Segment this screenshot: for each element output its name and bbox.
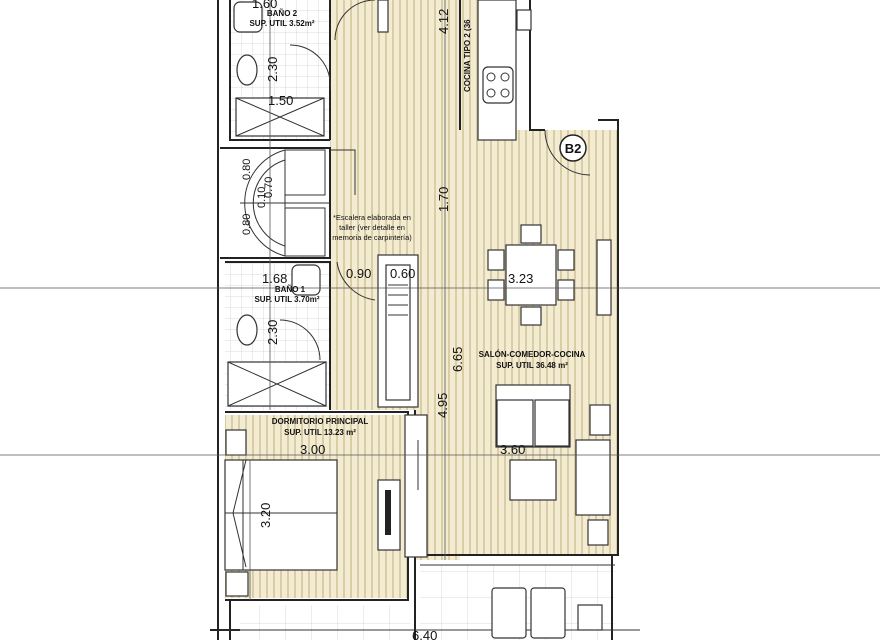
nightstand [225, 571, 249, 597]
bedroom-area: SUP. UTIL 13.23 m² [284, 428, 356, 437]
dim-bedroom-depth: 3.20 [258, 503, 273, 528]
dim-bedroom-width: 3.00 [300, 442, 325, 457]
lower-terrace-floor [240, 605, 410, 640]
armchair [575, 439, 611, 516]
living-name: SALÓN-COMEDOR-COCINA [479, 350, 586, 359]
sink [236, 314, 258, 346]
dim-stair-d: 0.80 [241, 214, 253, 235]
dim-living-width: 3.60 [500, 442, 525, 457]
dim-bath1-depth: 2.30 [265, 320, 280, 345]
sideboard [596, 239, 612, 316]
dim-bath1-width: 1.68 [262, 271, 287, 286]
door-swing [289, 44, 331, 91]
dim-hall-len: 1.70 [436, 187, 451, 212]
spiral-stair [240, 149, 356, 257]
living-furniture [487, 224, 612, 546]
bath2-fixtures [233, 0, 376, 137]
closet [404, 414, 428, 558]
dim-hall-lower: 4.95 [435, 393, 450, 418]
dim-dining-width: 3.23 [508, 271, 533, 286]
kitchen-name: COCINA TIPO 2 (36 [463, 19, 472, 92]
dim-bath2-depth: 2.30 [265, 57, 280, 82]
toilet [291, 264, 321, 296]
nightstand [225, 429, 247, 456]
dim-shower2-width: 1.50 [268, 93, 293, 108]
bath1-area: SUP. UTIL 3.70m² [254, 295, 319, 304]
cooktop-icon [482, 66, 514, 104]
kitchen-floor [460, 0, 480, 130]
stair-note-line-1: *Escalera elaborada en [333, 213, 411, 222]
kitchen-furniture [477, 0, 591, 176]
closets [377, 0, 428, 558]
stair-note-line-3: memoria de carpintería) [332, 233, 412, 242]
dining-table [505, 244, 557, 306]
fridge [516, 9, 532, 31]
toilet [233, 1, 263, 33]
dimension-lines [0, 0, 880, 600]
dim-door-width: 0.90 [346, 266, 371, 281]
unit-tag: B2 [559, 134, 587, 162]
dim-terrace-width: 6.40 [412, 628, 437, 640]
dim-kitchen-len: 4.12 [436, 9, 451, 34]
bath2-name: BAÑO 2 [267, 9, 298, 18]
lounge-chair [491, 587, 527, 639]
bed [224, 459, 338, 571]
living-area: SUP. UTIL 36.48 m² [496, 361, 568, 370]
dimension-labels: 1.60 2.30 1.50 4.12 1.70 0.80 0.10 0.70 … [241, 0, 533, 640]
bath1-fixtures [227, 261, 376, 407]
dim-stair-b: 0.10 [256, 187, 268, 208]
bedroom-name: DORMITORIO PRINCIPAL [272, 417, 369, 426]
unit-tag-label: B2 [565, 141, 582, 156]
sink [236, 54, 258, 86]
dim-stair-c: 0.70 [263, 177, 275, 198]
lounge-chair [530, 587, 566, 639]
bath1-name: BAÑO 1 [275, 285, 306, 294]
stair-note-line-2: taller (ver detalle en [339, 223, 405, 232]
dim-bath2-width: 1.60 [252, 0, 277, 11]
bath2-area: SUP. UTIL 3.52m² [249, 19, 314, 28]
dim-closet-width: 0.60 [390, 266, 415, 281]
bedroom-furniture [224, 429, 338, 597]
walls [210, 0, 640, 640]
dim-stair-a: 0.80 [241, 159, 253, 180]
coffee-table [509, 459, 557, 501]
terrace-furniture [491, 587, 603, 639]
room-labels: BAÑO 2 SUP. UTIL 3.52m² BAÑO 1 SUP. UTIL… [249, 9, 585, 437]
dim-living-len: 6.65 [450, 347, 465, 372]
